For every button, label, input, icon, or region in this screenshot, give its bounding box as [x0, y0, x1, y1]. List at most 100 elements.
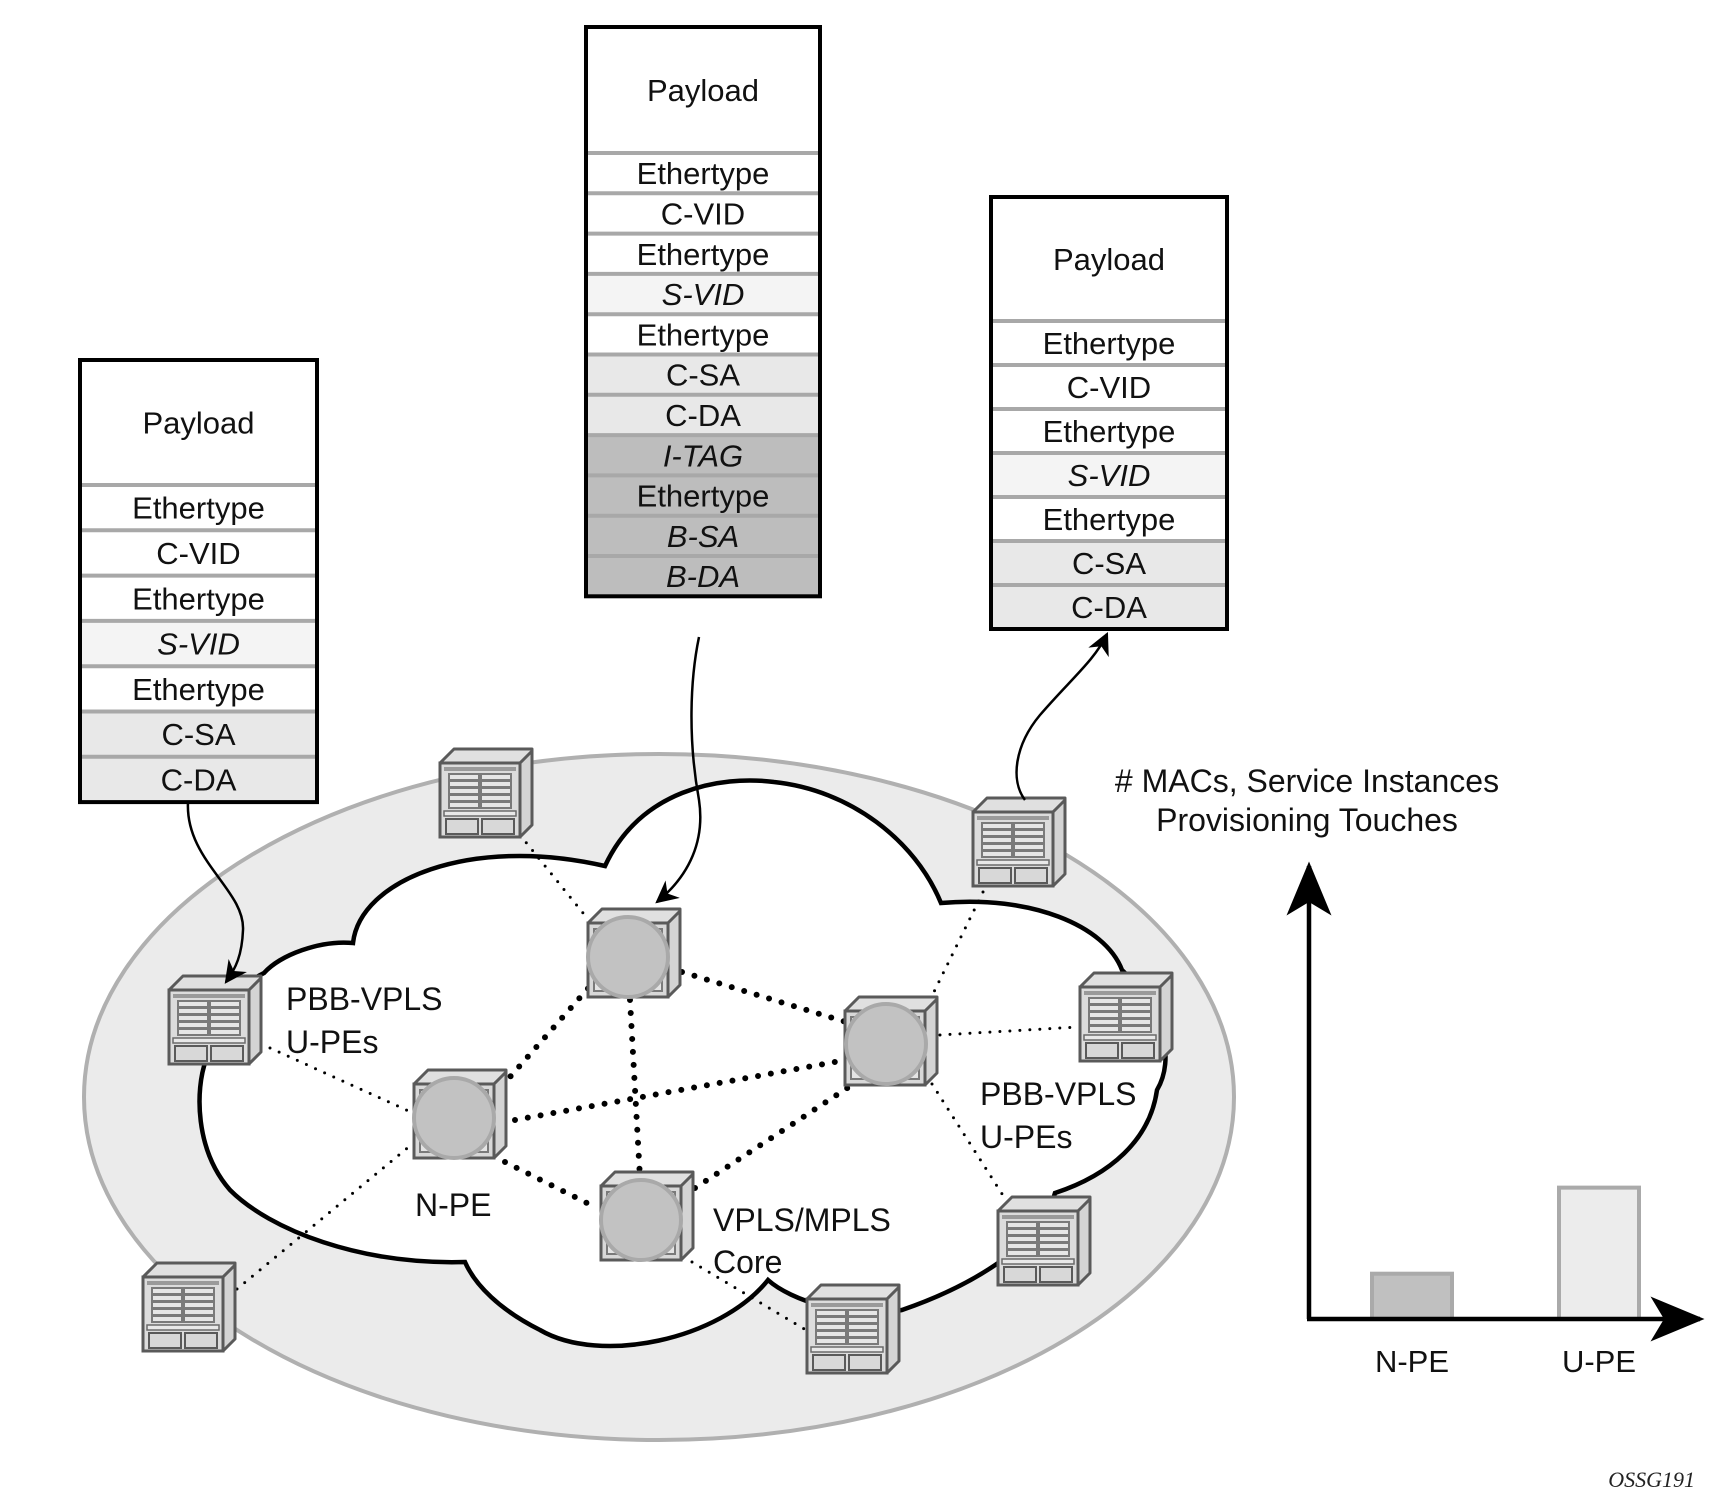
frame-field-payload: Payload	[142, 406, 254, 441]
frame-field-c-sa: C-SA	[666, 358, 740, 393]
frame-field-b-sa: B-SA	[667, 519, 739, 554]
upe-device-right[interactable]	[1078, 971, 1174, 1063]
frame-field-payload: Payload	[1053, 242, 1165, 277]
frame-field-bg	[991, 321, 1227, 365]
frame-field-c-da: C-DA	[1071, 590, 1147, 625]
frame-field-bg	[80, 756, 317, 803]
frame-field-ethertype: Ethertype	[637, 479, 770, 514]
core-label-line2: Core	[713, 1244, 782, 1280]
core-node-top-circle	[586, 915, 670, 999]
frame-field-bg	[586, 394, 820, 436]
frame-field-bg	[586, 475, 820, 516]
upe-device-left[interactable]	[167, 974, 263, 1066]
upe-device-top[interactable]	[438, 747, 534, 839]
upe-device-lower-right[interactable]	[996, 1195, 1092, 1287]
upe-device-top-right[interactable]	[971, 796, 1067, 888]
frame-field-ethertype: Ethertype	[637, 317, 770, 352]
frame-field-bg	[991, 541, 1227, 585]
link-npe-coretop	[499, 982, 594, 1089]
bar-n-pe	[1370, 1271, 1454, 1321]
frame-field-ethertype: Ethertype	[637, 237, 770, 272]
frame-border	[989, 195, 1229, 631]
npe-label: N-PE	[415, 1187, 491, 1223]
core-cloud	[197, 778, 1168, 1349]
frame-field-bg	[586, 273, 820, 315]
frame-field-bg	[80, 575, 317, 621]
left-upe-label-line2: U-PEs	[286, 1024, 378, 1060]
arrow-upe-to-right-frame	[1015, 631, 1109, 801]
right-upe-label-line2: U-PEs	[980, 1119, 1072, 1155]
frame-field-bg	[80, 620, 317, 667]
link-coretop-coreright	[679, 969, 849, 1025]
link-corebottom-upebottom	[690, 1260, 808, 1332]
frame-field-payload: Payload	[647, 73, 759, 108]
chart-subtitle: Provisioning Touches	[1156, 802, 1458, 838]
frame-field-c-vid: C-VID	[661, 196, 745, 231]
chart-title: # MACs, Service Instances	[1115, 763, 1499, 799]
frame-field-s-vid: S-VID	[1068, 458, 1151, 493]
core-node-right[interactable]	[843, 995, 939, 1087]
bar-u-pe	[1557, 1185, 1641, 1321]
frame-field-bg	[80, 666, 317, 712]
chart-bars	[1370, 1185, 1641, 1321]
link-npe-corebottom	[502, 1159, 600, 1211]
core-node-right-circle	[844, 1002, 928, 1086]
frame-field-s-vid: S-VID	[157, 627, 240, 662]
frame-field-c-da: C-DA	[161, 762, 237, 797]
core-node-bottom-circle	[599, 1178, 683, 1262]
frame-field-c-da: C-DA	[665, 398, 741, 433]
frame-field-ethertype: Ethertype	[132, 672, 265, 707]
frame-field-bg	[991, 497, 1227, 541]
frame-stack-right: PayloadEthertypeC-VIDEthertypeS-VIDEther…	[989, 195, 1229, 631]
left-upe-label-line1: PBB-VPLS	[286, 981, 443, 1017]
access-links	[235, 833, 1080, 1332]
frame-field-bg	[586, 435, 820, 476]
frame-field-bg	[991, 585, 1227, 629]
frame-border	[78, 358, 319, 805]
core-links	[499, 969, 855, 1211]
link-npe-coreright	[512, 1057, 849, 1123]
link-coretop-corebottom	[627, 997, 643, 1181]
frame-field-bg	[80, 360, 317, 485]
frame-field-c-sa: C-SA	[161, 717, 235, 752]
x-tick-n-pe: N-PE	[1375, 1344, 1449, 1379]
frame-field-ethertype: Ethertype	[1043, 414, 1176, 449]
bar-chart: # MACs, Service Instances Provisioning T…	[1115, 763, 1705, 1379]
frame-field-ethertype: Ethertype	[1043, 502, 1176, 537]
core-node-bottom[interactable]	[599, 1170, 695, 1262]
link-upeleft-npe	[268, 1046, 415, 1115]
n-pe-node[interactable]	[412, 1068, 508, 1160]
upe-device-bottom[interactable]	[805, 1283, 901, 1375]
core-label-line1: VPLS/MPLS	[713, 1202, 891, 1238]
frame-field-bg	[991, 409, 1227, 453]
frame-field-bg	[586, 314, 820, 355]
arrow-left-frame-to-upe	[186, 801, 247, 984]
frame-field-c-sa: C-SA	[1072, 546, 1146, 581]
frame-field-bg	[586, 515, 820, 556]
frame-field-ethertype: Ethertype	[132, 491, 265, 526]
frame-field-b-da: B-DA	[666, 559, 740, 594]
frame-border	[584, 25, 822, 599]
frame-stack-left: PayloadEthertypeC-VIDEthertypeS-VIDEther…	[78, 358, 319, 805]
core-node-top[interactable]	[586, 907, 682, 999]
frame-stack-middle: PayloadEthertypeC-VIDEthertypeS-VIDEther…	[584, 25, 822, 599]
frame-field-bg	[991, 365, 1227, 409]
frame-field-ethertype: Ethertype	[132, 581, 265, 616]
arrow-middle-frame-to-core	[655, 636, 702, 904]
link-corebottom-coreright	[692, 1082, 855, 1191]
frame-field-bg	[80, 530, 317, 576]
frame-field-s-vid: S-VID	[662, 277, 745, 312]
frame-field-bg	[80, 711, 317, 757]
right-upe-label-line1: PBB-VPLS	[980, 1076, 1137, 1112]
upe-device-bottom-left[interactable]	[141, 1261, 237, 1353]
frame-field-bg	[586, 27, 820, 153]
frame-field-c-vid: C-VID	[156, 536, 240, 571]
link-upetop-coretop	[518, 833, 589, 920]
n-pe-node-circle	[412, 1076, 496, 1160]
frame-field-bg	[586, 233, 820, 274]
frame-field-ethertype: Ethertype	[1043, 326, 1176, 361]
frame-field-bg	[991, 197, 1227, 321]
frame-field-bg	[586, 354, 820, 395]
link-upetopright-coreright	[928, 890, 985, 1002]
